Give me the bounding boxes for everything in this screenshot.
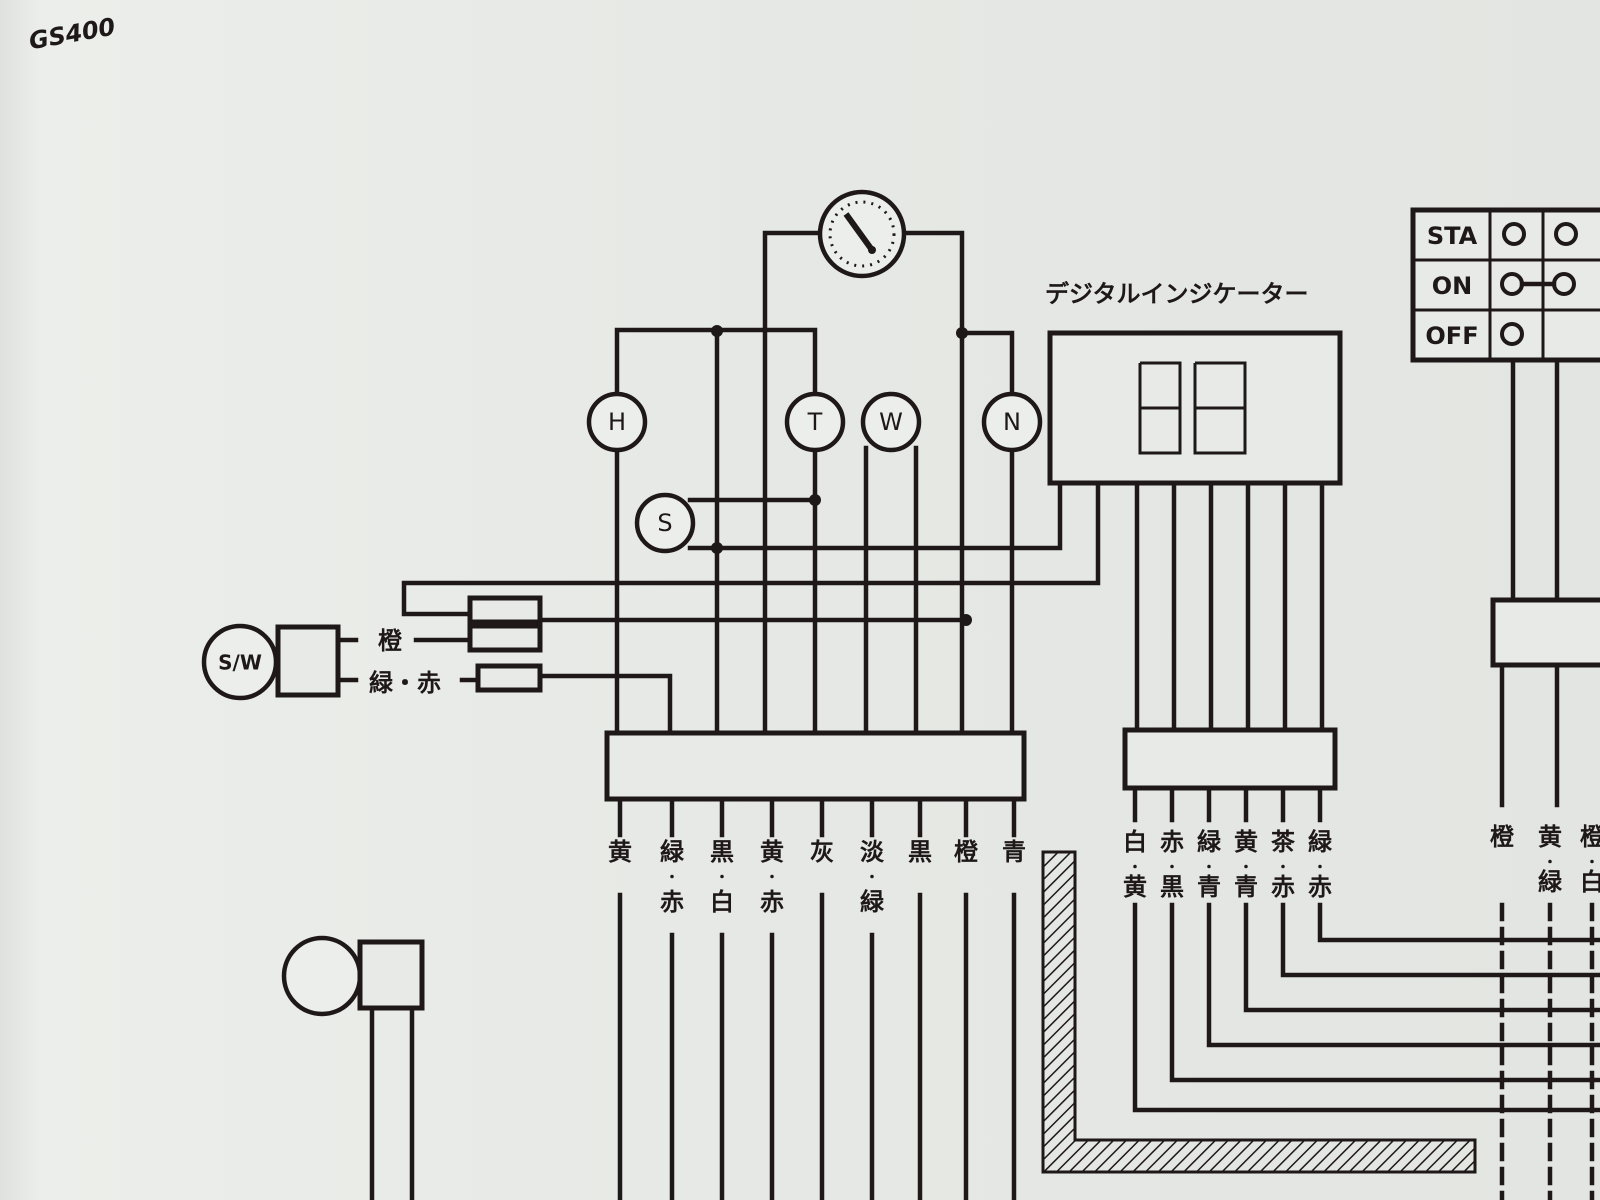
left-connector-label-top-2: 黒	[710, 838, 734, 866]
right-connector-wire-2	[1206, 902, 1600, 1048]
lamp-h: H	[586, 391, 648, 453]
switch-position-sta: STA	[1427, 222, 1478, 250]
right-connector-separator-5: ・	[1313, 860, 1327, 876]
right-connector-label-top-0: 白	[1123, 828, 1147, 856]
ignition-separator-1: ・	[1543, 855, 1557, 871]
right-connector-wire-1	[1169, 902, 1600, 1083]
left-connector	[604, 730, 1027, 802]
left-connector-label-top-3: 黄	[760, 838, 784, 866]
right-connector-label-top-2: 緑	[1197, 828, 1222, 856]
sw-label: S/W	[218, 651, 262, 675]
sw-wire-upper-label: 橙	[378, 627, 403, 655]
left-connector-label-top-5: 淡	[860, 838, 885, 866]
model-label: GS400	[27, 13, 118, 56]
right-connector-label-top-3: 黄	[1234, 828, 1258, 856]
right-connector-label-top-1: 赤	[1160, 828, 1184, 856]
lamp-t-label: T	[807, 408, 823, 436]
right-connector-label-top-5: 緑	[1308, 828, 1333, 856]
gauge-icon	[762, 189, 965, 336]
lamp-n-label: N	[1003, 408, 1021, 436]
ignition-label-top-2: 橙	[1580, 823, 1600, 851]
ignition-label-bottom-2: 白	[1580, 868, 1600, 896]
right-connector-label-bottom-3: 青	[1234, 873, 1258, 901]
ignition-switch: STA ON OFF	[1410, 207, 1600, 808]
switch-position-on: ON	[1432, 272, 1473, 300]
right-connector-separator-2: ・	[1202, 860, 1216, 876]
right-connector-wire-3	[1243, 902, 1600, 1013]
right-connector-label-bottom-5: 赤	[1308, 873, 1332, 901]
switch-position-off: OFF	[1425, 322, 1478, 350]
indicator-wiring	[401, 325, 1101, 736]
sw-wire-lower-label: 緑・赤	[369, 669, 441, 697]
left-connector-label-bottom-1: 赤	[660, 888, 684, 916]
ignition-label-top-1: 黄	[1538, 823, 1562, 851]
lamp-n: N	[981, 391, 1043, 453]
right-connector-label-bottom-0: 黄	[1123, 873, 1147, 901]
ignition-separator-2: ・	[1585, 855, 1599, 871]
inline-connectors	[467, 595, 543, 693]
left-connector-label-top-6: 黒	[908, 838, 932, 866]
left-connector-label-top-0: 黄	[608, 838, 632, 866]
right-connector-separator-4: ・	[1276, 860, 1290, 876]
wire-harness	[1041, 850, 1477, 1174]
right-connector	[1122, 727, 1338, 791]
lamp-s-label: S	[657, 509, 672, 537]
ignition-label-top-0: 橙	[1490, 823, 1515, 851]
left-connector-separator-3: ・	[765, 870, 779, 886]
left-connector-separator-2: ・	[715, 870, 729, 886]
left-connector-label-bottom-2: 白	[710, 888, 734, 916]
left-connector-wires: 黄緑・赤黒・白黄・赤灰淡・緑黒橙青	[608, 796, 1026, 1200]
right-connector-separator-3: ・	[1239, 860, 1253, 876]
left-connector-label-top-7: 橙	[954, 838, 979, 866]
right-connector-wires: 白・黄赤・黒緑・青黄・青茶・赤緑・赤	[1123, 785, 1600, 1113]
left-connector-label-top-8: 青	[1002, 838, 1026, 866]
left-connector-separator-5: ・	[865, 870, 879, 886]
right-connector-separator-1: ・	[1165, 860, 1179, 876]
ignition-label-bottom-1: 緑	[1538, 868, 1563, 896]
lamp-t: T	[784, 391, 846, 453]
left-connector-label-top-1: 緑	[660, 838, 685, 866]
right-connector-label-top-4: 茶	[1271, 828, 1296, 856]
digital-indicator	[1047, 330, 1343, 733]
right-connector-label-bottom-4: 赤	[1271, 873, 1295, 901]
lamp-w: W	[860, 391, 922, 453]
lower-left-component	[281, 935, 425, 1200]
ignition-connector-wires: 橙黄・緑橙・白	[1490, 823, 1600, 1200]
right-connector-wire-0	[1132, 902, 1600, 1113]
lamp-w-label: W	[879, 408, 903, 436]
left-connector-separator-1: ・	[665, 870, 679, 886]
right-connector-wire-5	[1317, 902, 1600, 943]
seven-segment-display	[1138, 361, 1247, 455]
digital-indicator-title: デジタルインジケーター	[1045, 280, 1309, 308]
right-connector-label-bottom-2: 青	[1197, 873, 1221, 901]
left-connector-label-bottom-5: 緑	[860, 888, 885, 916]
lamp-s: S	[634, 492, 696, 554]
left-connector-label-bottom-3: 赤	[760, 888, 784, 916]
left-connector-label-top-4: 灰	[810, 838, 834, 866]
right-connector-separator-0: ・	[1128, 860, 1142, 876]
sw-component: S/W 橙 緑・赤	[201, 623, 481, 701]
lamp-h-label: H	[608, 408, 626, 436]
right-connector-label-bottom-1: 黒	[1160, 873, 1184, 901]
right-connector-wire-4	[1280, 902, 1600, 978]
